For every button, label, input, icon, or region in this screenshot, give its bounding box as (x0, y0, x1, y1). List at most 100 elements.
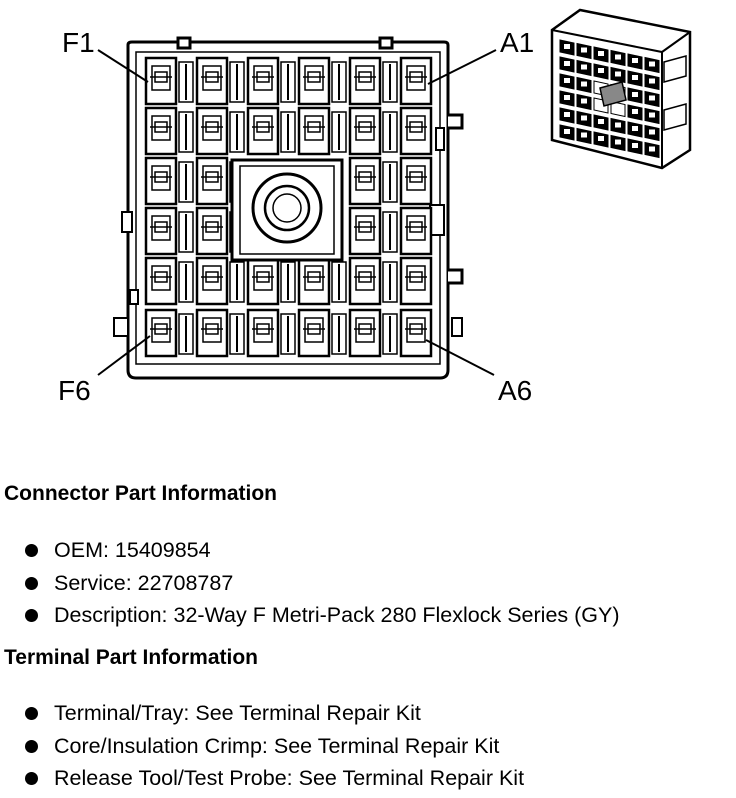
cavity-separator (229, 111, 245, 153)
list-item-text: OEM: 15409854 (54, 538, 211, 562)
connector-face-diagram: F1 A1 F6 A6 (58, 8, 692, 406)
iso-cavity-window (598, 119, 604, 124)
terminal-cavity (399, 106, 433, 156)
iso-cavity-window (632, 58, 638, 63)
cavity-separator (331, 313, 347, 355)
cavity-separator (331, 61, 347, 103)
iso-cavity-window (632, 143, 638, 148)
iso-cavity-window (564, 44, 570, 49)
cavity-separator (178, 261, 194, 303)
terminal-cavity (195, 156, 229, 206)
iso-cavity-window (564, 61, 570, 66)
list-item: Release Tool/Test Probe: See Terminal Re… (0, 762, 524, 795)
terminal-cavity (297, 256, 331, 306)
iso-cavity-window (632, 75, 638, 80)
terminal-cavity (297, 106, 331, 156)
list-item-text: Core/Insulation Crimp: See Terminal Repa… (54, 733, 500, 758)
cavity-separator (178, 313, 194, 355)
iso-cavity-window (615, 139, 621, 145)
cavity-separator (229, 61, 245, 103)
bullet-dot-icon (25, 772, 38, 785)
iso-cavity-window (615, 54, 621, 60)
list-item-text: Terminal/Tray: See Terminal Repair Kit (54, 701, 421, 725)
iso-cavity-window (615, 71, 621, 77)
terminal-cavity (195, 56, 229, 106)
terminal-cavities (144, 56, 433, 358)
cavity-separator (229, 261, 245, 303)
iso-cavity-window (564, 78, 570, 83)
iso-cavity-window (632, 92, 638, 97)
connector-housing (113, 36, 464, 380)
iso-cavity-window (632, 109, 638, 114)
iso-cavity-window (581, 64, 587, 70)
iso-cavity-window (581, 98, 587, 104)
cavity-separator (280, 111, 296, 153)
cavity-separator (280, 61, 296, 103)
iso-cavity-window (649, 146, 655, 152)
connector-3d-view (550, 8, 692, 170)
cavity-separator (280, 313, 296, 355)
iso-cavity-window (615, 122, 621, 128)
terminal-cavity (246, 56, 280, 106)
terminal-cavity (195, 256, 229, 306)
list-item: OEM: 15409854 (0, 534, 620, 567)
pin-label-a6: A6 (498, 375, 532, 406)
iso-cavity-window (649, 61, 655, 67)
terminal-cavity (348, 308, 382, 358)
list-item: Core/Insulation Crimp: See Terminal Repa… (0, 730, 524, 763)
terminal-cavity (246, 106, 280, 156)
cavity-separator (229, 313, 245, 355)
cavity-separator (280, 261, 296, 303)
cavity-separator (178, 61, 194, 103)
terminal-cavity (399, 156, 433, 206)
list-item-text: Release Tool/Test Probe: See Terminal Re… (54, 766, 525, 790)
cavity-separator (178, 211, 194, 253)
cavity-separator (331, 261, 347, 303)
leader-line-a6 (425, 339, 495, 376)
terminal-cavity (348, 56, 382, 106)
cavity-separator (178, 111, 194, 153)
terminal-cavity (144, 308, 178, 358)
cavity-separator (331, 111, 347, 153)
leader-line-f6 (97, 335, 151, 376)
iso-cavity-window (598, 136, 604, 141)
iso-cavity-window (649, 129, 655, 135)
terminal-cavity (348, 106, 382, 156)
cavity-separator (382, 61, 398, 103)
terminal-info-list: Terminal/Tray: See Terminal Repair Kit C… (0, 697, 524, 795)
list-item-text: Description: 32-Way F Metri-Pack 280 Fle… (54, 603, 620, 627)
terminal-cavity (195, 206, 229, 256)
leader-line-f1 (97, 49, 149, 83)
iso-cavity-window (581, 47, 587, 53)
terminal-cavity (297, 308, 331, 358)
iso-cavity-window (598, 68, 604, 73)
terminal-cavity (399, 56, 433, 106)
terminal-cavity (297, 56, 331, 106)
iso-cavity-window (649, 78, 655, 84)
iso-cavity-window (581, 81, 587, 87)
iso-cavity-window (564, 95, 570, 100)
pin-label-f6: F6 (58, 375, 91, 406)
center-locator (230, 158, 344, 262)
terminal-cavity (144, 206, 178, 256)
connector-info-heading: Connector Part Information (4, 482, 278, 505)
terminal-cavity (195, 106, 229, 156)
bullet-dot-icon (25, 707, 38, 720)
bullet-dot-icon (25, 609, 38, 622)
terminal-cavity (246, 308, 280, 358)
list-item: Service: 22708787 (0, 567, 620, 600)
terminal-cavity (195, 308, 229, 358)
cavity-separator (382, 313, 398, 355)
terminal-cavity (399, 206, 433, 256)
list-item: Terminal/Tray: See Terminal Repair Kit (0, 697, 524, 730)
cavity-separator (178, 161, 194, 203)
pin-labels: F1 A1 F6 A6 (58, 27, 534, 406)
iso-cavity-window (564, 129, 570, 134)
terminal-cavity (399, 256, 433, 306)
iso-cavity-window (581, 115, 587, 121)
terminal-cavity (348, 206, 382, 256)
list-item-text: Service: 22708787 (54, 570, 234, 595)
list-item: Description: 32-Way F Metri-Pack 280 Fle… (0, 599, 620, 632)
cavity-separator (382, 211, 398, 253)
iso-cavity (610, 100, 626, 118)
